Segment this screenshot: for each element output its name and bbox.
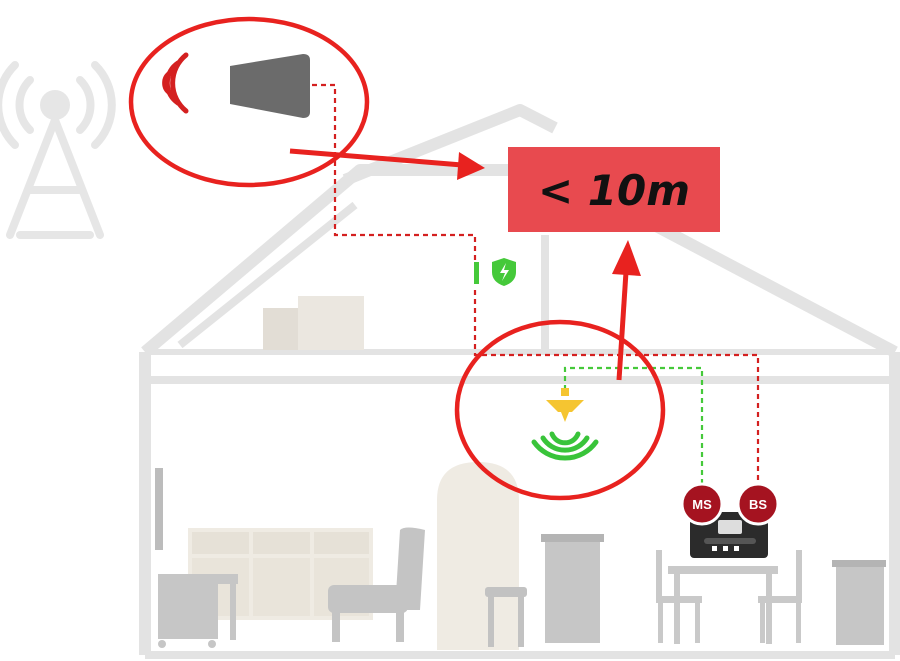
armchair [328, 527, 425, 642]
ceiling-antenna-icon [546, 388, 584, 422]
outdoor-signal-icon [162, 52, 189, 114]
ms-badge-label: MS [692, 497, 712, 512]
dining-set [656, 550, 802, 644]
stool [485, 587, 527, 647]
attic-boxes [263, 296, 364, 350]
arrows [289, 148, 641, 381]
house-outline [139, 104, 900, 659]
outdoor-cable [312, 83, 477, 260]
tv-icon [155, 468, 163, 550]
indoor-antenna-highlight [454, 319, 666, 501]
cables [312, 83, 760, 490]
ms-badge: MS [680, 482, 724, 526]
indoor-signal-icon [531, 431, 599, 461]
bs-badge-label: BS [749, 497, 767, 512]
side-cupboard [832, 560, 886, 645]
arrow-outdoor-head [457, 152, 485, 180]
doorway [437, 462, 519, 650]
arrow-indoor-head [612, 240, 641, 276]
cell-tower-icon [0, 61, 116, 239]
indoor-cable [563, 366, 704, 490]
highlight-ellipses [128, 16, 666, 501]
panel-antenna-icon [230, 54, 310, 118]
distance-label-box: < 10m [508, 147, 720, 232]
tall-cabinet [541, 534, 604, 643]
furniture [155, 462, 886, 650]
bs-badge: BS [736, 482, 780, 526]
outdoor-cable-lower [473, 290, 760, 490]
outdoor-antenna-highlight [128, 16, 370, 188]
arrow-indoor [616, 271, 629, 381]
arrow-outdoor [289, 148, 463, 168]
desk [158, 574, 238, 648]
distance-label: < 10m [538, 166, 690, 215]
lightning-shield-icon [474, 258, 516, 286]
